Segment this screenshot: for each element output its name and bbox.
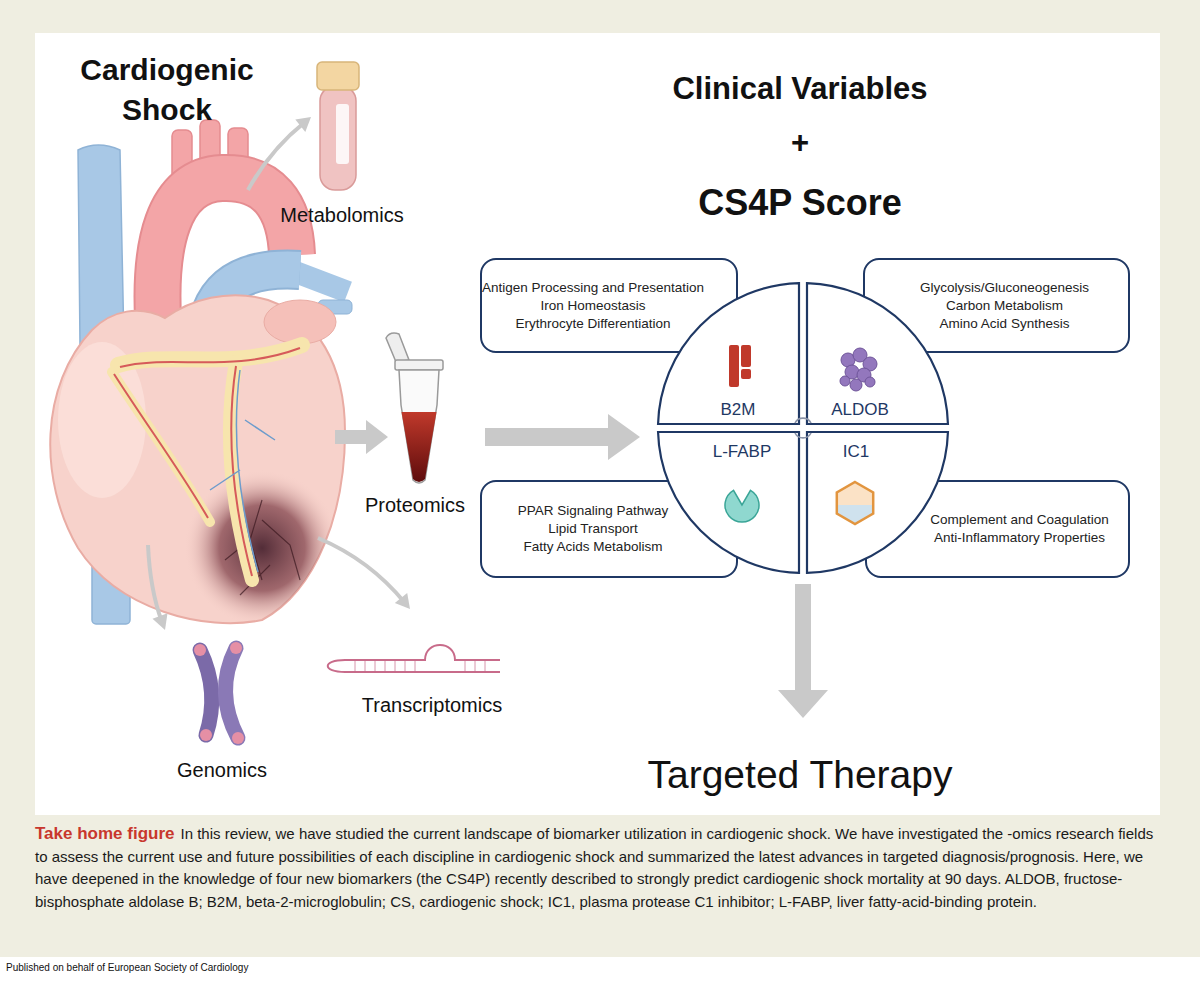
- arrow-head: [153, 613, 168, 630]
- pathway-term: Glycolysis/Gluconeogenesis: [920, 279, 1089, 297]
- pathway-term: Fatty Acids Metabolism: [524, 538, 663, 556]
- sector-shape: [807, 283, 948, 424]
- caption-block: Take home figureIn this review, we have …: [35, 823, 1160, 913]
- omics-label: Metabolomics: [242, 203, 442, 227]
- block-arrow: [485, 414, 640, 460]
- plasma-sample: [402, 412, 437, 482]
- omics-arrow: [148, 545, 162, 622]
- biomarker-sector: B2M: [653, 278, 803, 428]
- panel-heading: Cardiogenic Shock: [57, 50, 277, 130]
- aldob-icon: [863, 357, 877, 371]
- coronary-artery: [114, 348, 300, 576]
- b2m-icon: [729, 345, 739, 387]
- telomere: [200, 729, 212, 741]
- biomarker-name: ALDOB: [831, 400, 889, 420]
- biomarker-sector: L-FABP: [653, 428, 803, 578]
- tube-body: [399, 370, 439, 483]
- score-heading: Clinical Variables: [580, 70, 1020, 107]
- pathway-term: Carbon Metabolism: [946, 297, 1063, 315]
- sector-outline: [803, 428, 953, 578]
- arrow-head: [395, 593, 410, 609]
- ic1-icon: [837, 482, 873, 524]
- aldob-icon: [850, 379, 862, 391]
- lfabp-icon: [725, 490, 759, 522]
- arrow-head: [295, 117, 311, 132]
- omics-label: Proteomics: [315, 493, 515, 517]
- aldob-icon: [853, 348, 867, 362]
- pathway-term: Complement and Coagulation: [930, 511, 1109, 529]
- aldob-icon: [840, 376, 850, 386]
- chromatid: [200, 650, 212, 735]
- telomere: [194, 644, 206, 656]
- block-arrow: [778, 584, 828, 718]
- omics-label: Transcriptomics: [322, 693, 542, 717]
- tube-rim: [395, 360, 443, 370]
- omics-arrow: [248, 122, 305, 190]
- pathway-term: Amino Acid Synthesis: [940, 315, 1070, 333]
- ic1-icon: [837, 505, 873, 524]
- telomere: [232, 732, 244, 744]
- outcome-label: Targeted Therapy: [540, 751, 1060, 798]
- pathway-term: Lipid Transport: [548, 520, 637, 538]
- aldob-icon: [865, 377, 875, 387]
- blood-vial: [320, 86, 356, 190]
- infarct-zone: [184, 470, 340, 626]
- figure-panel: [35, 33, 1160, 815]
- biomarker-name: L-FABP: [713, 442, 772, 462]
- center-ring: [795, 433, 811, 438]
- pathway-term: Iron Homeostasis: [540, 297, 645, 315]
- vial-cap: [317, 62, 359, 90]
- figure-tag: Take home figure: [35, 824, 175, 843]
- rna-hairpin: [328, 645, 500, 672]
- ic1-icon: [837, 482, 873, 524]
- base-pairs: [355, 660, 485, 672]
- score-heading: CS4P Score: [580, 181, 1020, 224]
- telomere: [230, 642, 242, 654]
- biomarker-sector: IC1: [803, 428, 953, 578]
- b2m-icon: [741, 369, 751, 379]
- sector-shape: [658, 283, 799, 424]
- pathway-term: Anti-Inflammatory Properties: [934, 529, 1105, 547]
- block-arrow: [335, 420, 388, 454]
- plus-sign: +: [750, 124, 850, 161]
- publisher-note: Published on behalf of European Society …: [6, 962, 606, 974]
- figure-caption: In this review, we have studied the curr…: [35, 825, 1153, 910]
- biomarker-sector: ALDOB: [803, 278, 953, 428]
- center-ring: [795, 418, 811, 423]
- cardiac-vein: [210, 370, 275, 572]
- pathway-term: Erythrocyte Differentiation: [515, 315, 670, 333]
- frame-background: [0, 0, 1200, 957]
- biomarker-name: B2M: [721, 400, 756, 420]
- aldob-icon: [841, 353, 855, 367]
- biomarker-name: IC1: [843, 442, 869, 462]
- chromatid: [225, 648, 238, 738]
- pathway-term: PPAR Signaling Pathway: [518, 502, 669, 520]
- omics-label: Genomics: [122, 758, 322, 782]
- omics-arrow: [318, 538, 405, 603]
- aldob-icon: [857, 368, 871, 382]
- aldob-icon: [845, 365, 859, 379]
- tube-lid: [386, 333, 409, 362]
- vial-label: [336, 104, 349, 164]
- pathway-term: Antigen Processing and Presentation: [482, 279, 704, 297]
- b2m-icon: [741, 345, 751, 367]
